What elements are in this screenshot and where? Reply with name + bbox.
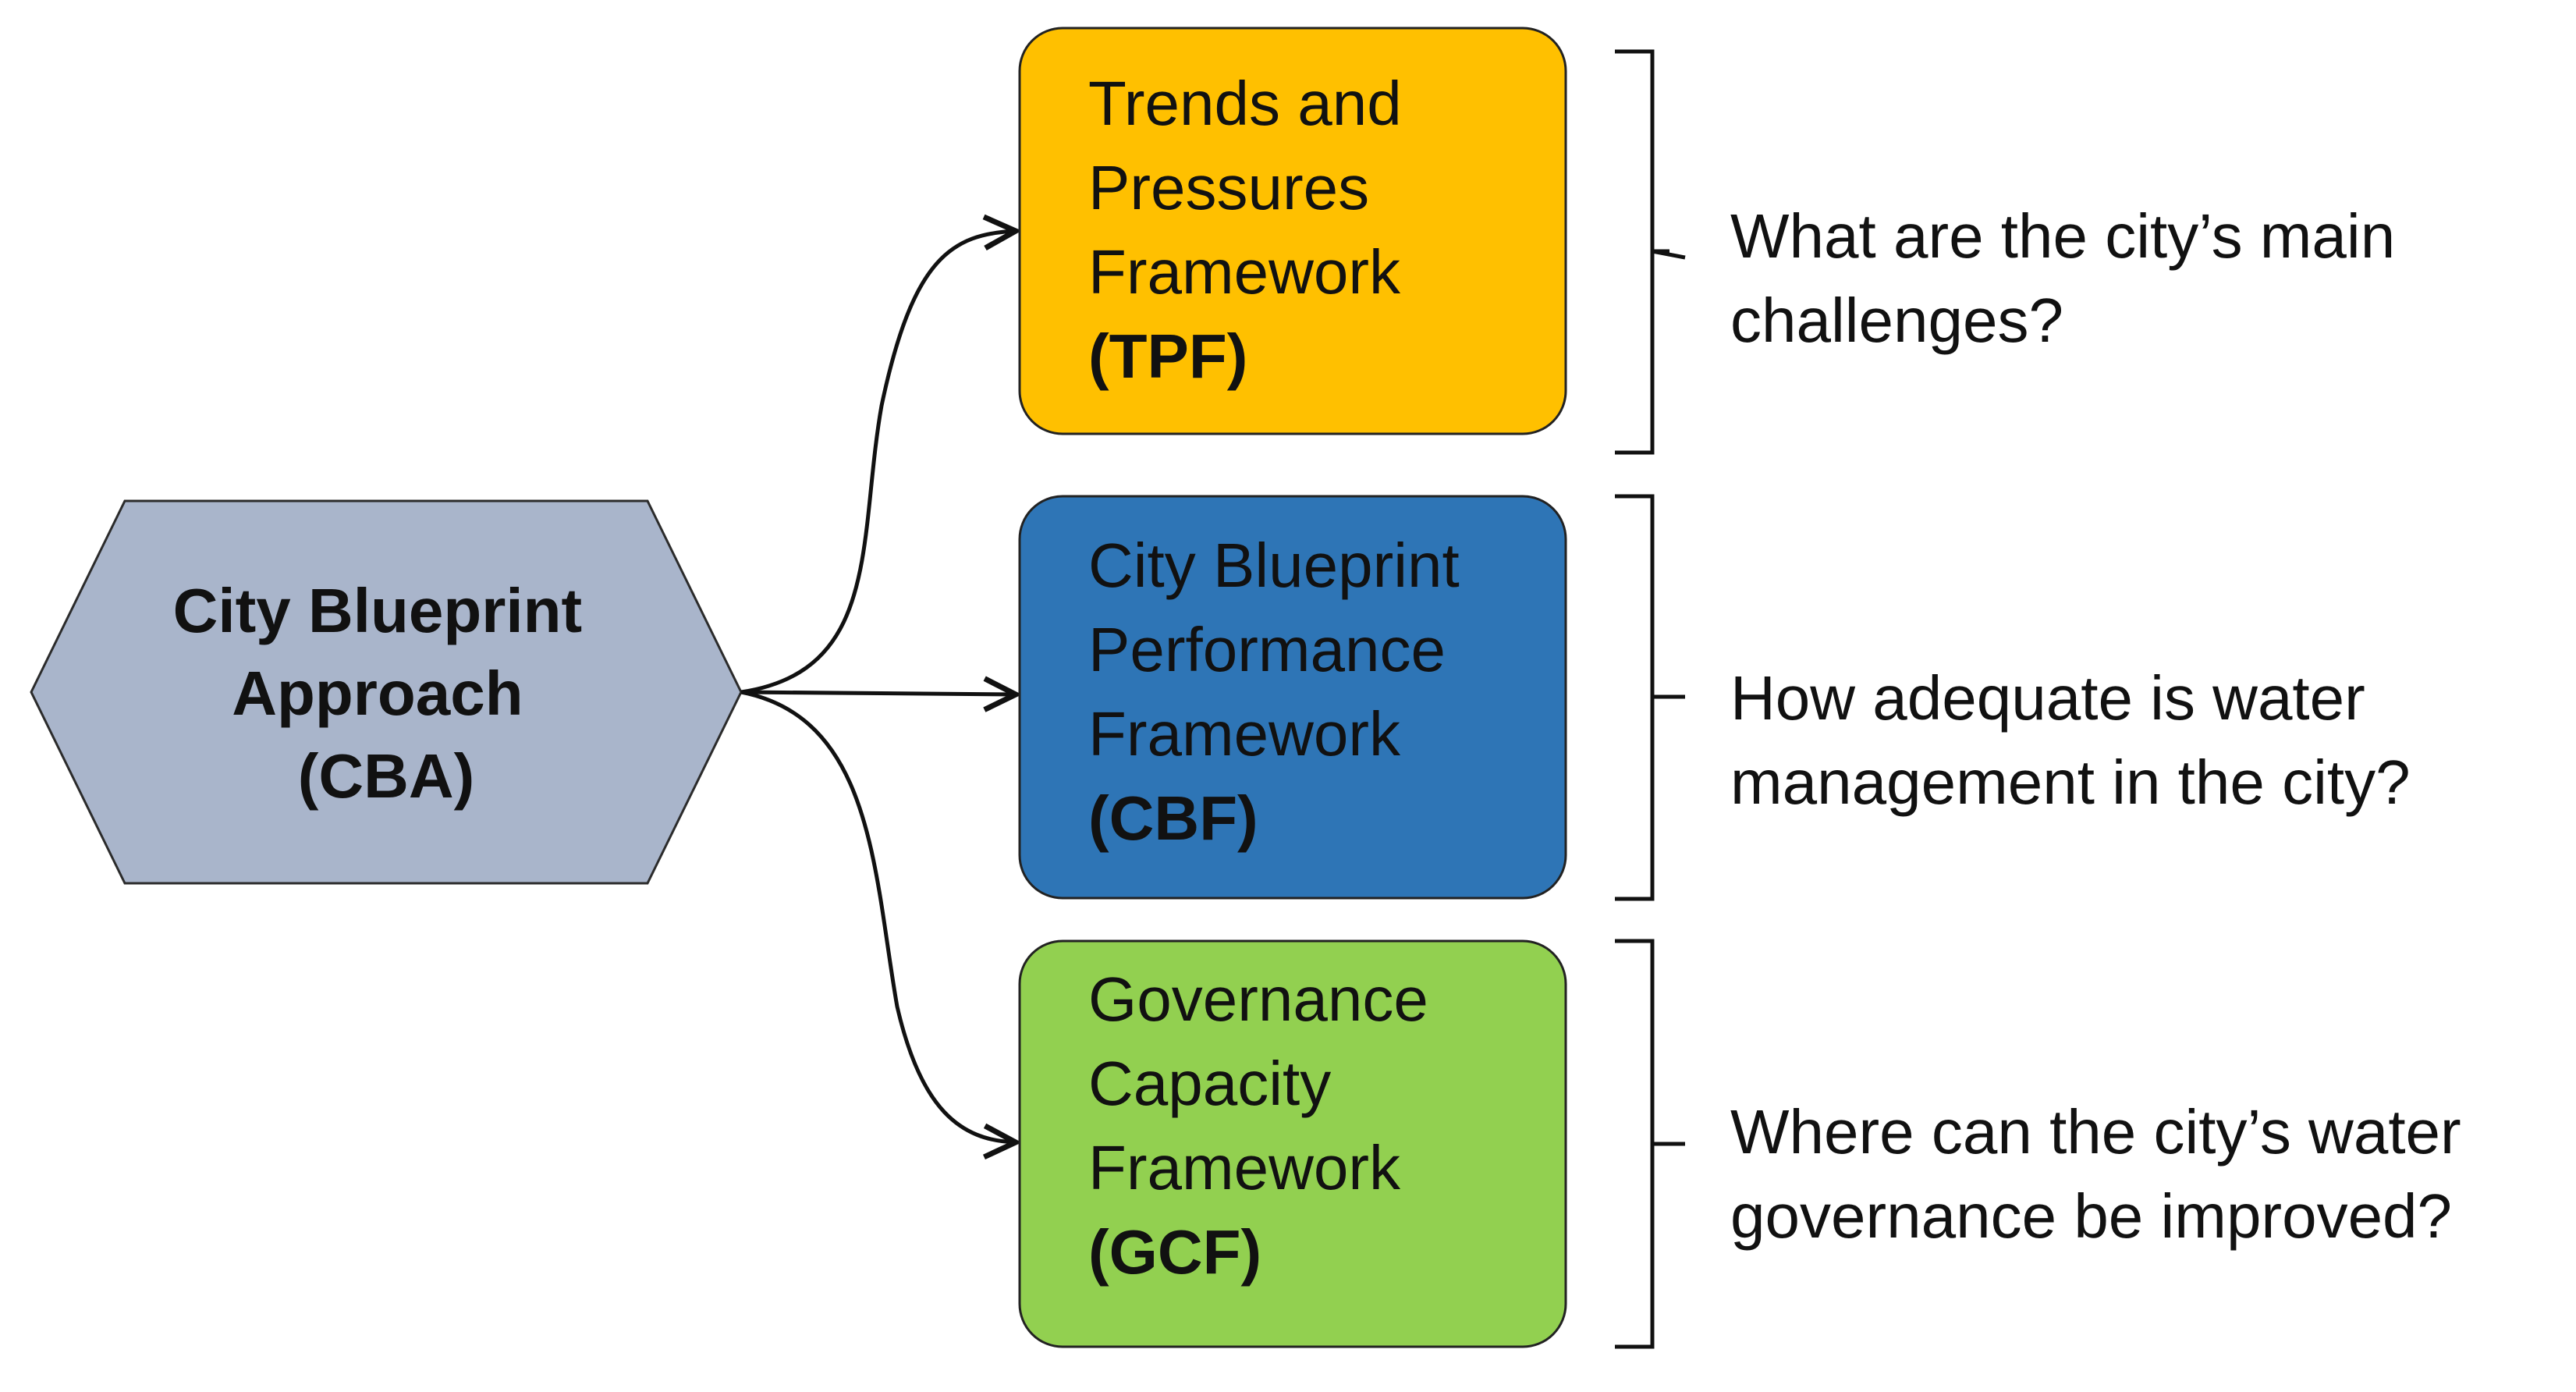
question-tpf-line-2: challenges? [1730, 286, 2063, 355]
approach-node: City Blueprint Approach (CBA) [30, 499, 743, 885]
question-cbf: How adequate is water management in the … [1730, 663, 2411, 817]
cbf-line-2: Performance [1088, 615, 1446, 684]
gcf-line-3: Framework [1088, 1133, 1401, 1202]
tpf-line-2: Pressures [1088, 153, 1369, 222]
framework-box-cbf: City Blueprint Performance Framework (CB… [1018, 495, 1567, 900]
tpf-line-1: Trends and [1088, 69, 1402, 138]
approach-label: City Blueprint Approach (CBA) [173, 576, 600, 811]
tpf-box-shape [1018, 27, 1567, 435]
cbf-line-1: City Blueprint [1088, 531, 1460, 600]
cbf-abbreviation: (CBF) [1088, 783, 1258, 853]
question-gcf: Where can the city’s water governance be… [1730, 1097, 2478, 1251]
connector-to-cbf [740, 692, 1016, 694]
bracket-gcf [1615, 939, 1685, 1349]
connector-to-gcf [740, 690, 1016, 1142]
tpf-abbreviation: (TPF) [1088, 321, 1247, 391]
cbf-line-3: Framework [1088, 699, 1401, 769]
gcf-line-1: Governance [1088, 964, 1428, 1034]
cbf-label: City Blueprint Performance Framework [1088, 531, 1477, 769]
gcf-box-shape [1018, 939, 1567, 1348]
question-cbf-line-1: How adequate is water [1730, 663, 2365, 733]
approach-label-line-3: (CBA) [298, 741, 475, 811]
gcf-line-2: Capacity [1088, 1049, 1331, 1118]
question-gcf-line-1: Where can the city’s water [1730, 1097, 2461, 1167]
tpf-label: Trends and Pressures Framework [1088, 69, 1419, 307]
bracket-cbf [1615, 494, 1685, 901]
connectors [740, 231, 1016, 1142]
approach-label-line-1: City Blueprint [173, 576, 582, 645]
framework-box-tpf: Trends and Pressures Framework (TPF) [1018, 27, 1567, 435]
approach-label-line-2: Approach [232, 659, 523, 728]
question-tpf: What are the city’s main challenges? [1730, 201, 2412, 355]
framework-box-gcf: Governance Capacity Framework (GCF) [1018, 939, 1567, 1348]
brackets [1615, 49, 1686, 1349]
question-cbf-line-2: management in the city? [1730, 747, 2411, 817]
tpf-line-3: Framework [1088, 237, 1401, 307]
cbf-box-shape [1018, 495, 1567, 900]
bracket-tpf [1615, 49, 1686, 455]
gcf-abbreviation: (GCF) [1088, 1217, 1261, 1287]
question-gcf-line-2: governance be improved? [1730, 1181, 2452, 1251]
question-tpf-line-1: What are the city’s main [1730, 201, 2395, 271]
connector-to-tpf [740, 231, 1016, 694]
gcf-label: Governance Capacity Framework [1088, 964, 1446, 1202]
